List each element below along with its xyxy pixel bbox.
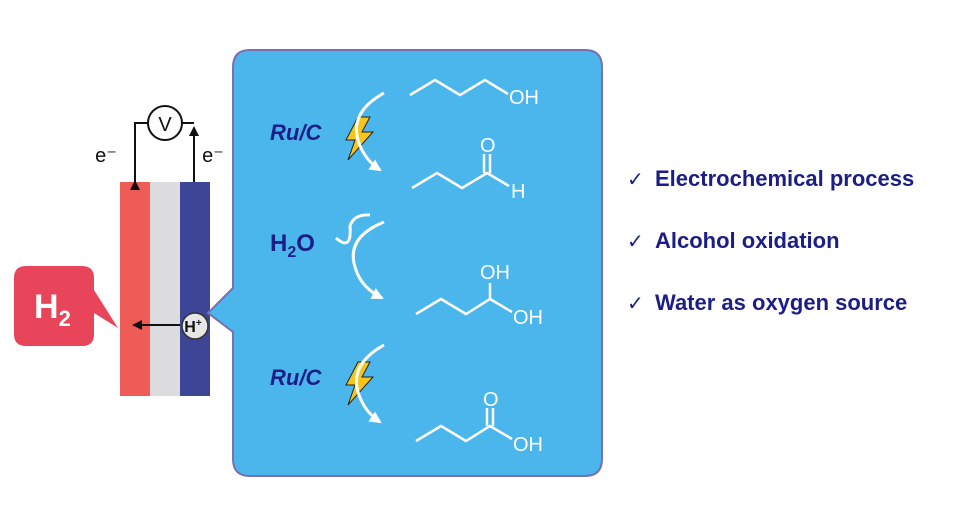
feature-list: ✓ Electrochemical process ✓ Alcohol oxidat… bbox=[627, 166, 914, 352]
feature-label: Alcohol oxidation bbox=[655, 228, 840, 253]
check-icon: ✓ bbox=[627, 229, 644, 253]
h2-bubble bbox=[14, 266, 118, 346]
hydrate-structure bbox=[415, 297, 513, 316]
cathode-electrode bbox=[120, 182, 150, 396]
electron-label-right: e⁻ bbox=[202, 145, 224, 167]
h2-label: H2 bbox=[34, 288, 71, 331]
check-icon: ✓ bbox=[627, 291, 644, 315]
feature-label: Electrochemical process bbox=[655, 166, 915, 191]
hydrate-oh-bottom: OH bbox=[513, 307, 543, 329]
hydrate-oh-top: OH bbox=[480, 262, 510, 284]
butanal-h: H bbox=[511, 181, 525, 203]
reaction-arrow-3 bbox=[354, 343, 385, 424]
circuit-wire-left bbox=[130, 122, 148, 190]
catalyst-label-2: Ru/C bbox=[270, 365, 322, 390]
acid-oh: OH bbox=[513, 434, 543, 456]
check-icon: ✓ bbox=[627, 167, 644, 191]
membrane bbox=[150, 182, 180, 396]
reaction-arrow-2 bbox=[351, 220, 385, 300]
feature-item: ✓ Alcohol oxidation bbox=[627, 228, 914, 290]
proton-label: H+ bbox=[184, 318, 202, 336]
feature-item: ✓ Electrochemical process bbox=[627, 166, 914, 228]
reaction-panel: Ru/C OH O H H2O OH OH Ru/C O OH bbox=[206, 49, 603, 477]
butanol-structure bbox=[409, 78, 509, 97]
anode-electrode bbox=[180, 182, 210, 396]
panel-background bbox=[206, 49, 603, 477]
butanal-structure bbox=[411, 171, 510, 190]
butanol-oh: OH bbox=[509, 87, 539, 109]
voltmeter bbox=[147, 105, 183, 141]
reaction-arrow-1 bbox=[354, 91, 385, 172]
voltmeter-label: V bbox=[158, 114, 172, 136]
electrochemical-cell: V e⁻ e⁻ H+ H2 bbox=[14, 105, 224, 396]
butanal-o: O bbox=[480, 135, 496, 157]
water-label: H2O bbox=[270, 230, 315, 261]
electron-label-left: e⁻ bbox=[95, 145, 117, 167]
acid-structure bbox=[415, 424, 513, 443]
lightning-bolt-icon bbox=[345, 361, 375, 406]
acid-o: O bbox=[483, 389, 499, 411]
proton-badge bbox=[181, 312, 209, 340]
reaction-arrow-2a bbox=[335, 213, 371, 245]
catalyst-label-1: Ru/C bbox=[270, 120, 322, 145]
feature-item: ✓ Water as oxygen source bbox=[627, 290, 914, 352]
feature-label: Water as oxygen source bbox=[655, 290, 908, 315]
